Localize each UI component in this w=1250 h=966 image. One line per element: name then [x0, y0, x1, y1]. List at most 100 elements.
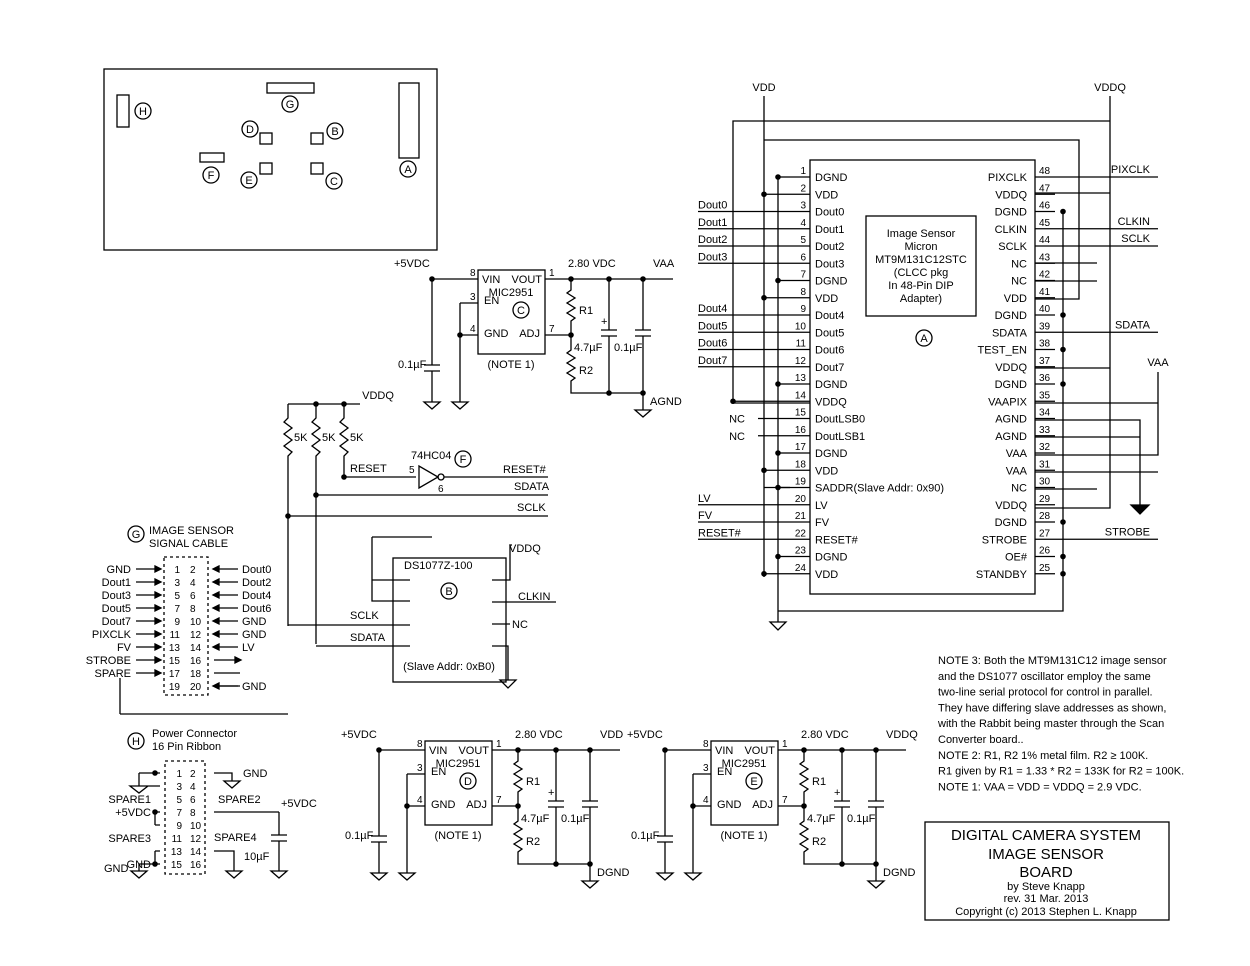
sensor-pin-num-8: 8 — [800, 287, 806, 298]
sensor-pin-name-45: CLKIN — [995, 224, 1027, 236]
sensor-pin-num-42: 42 — [1039, 270, 1051, 281]
title-author: by Steve Knapp — [1007, 881, 1085, 893]
reg-e-vout: VOUT — [744, 745, 775, 757]
sensor-pin-name-42: NC — [1011, 276, 1027, 288]
sensor-left-net-15: NC — [729, 414, 745, 426]
conn-h-right-6: 10µF — [244, 851, 270, 863]
inverter-74hc04: 74HC04 F 5 6 RESET# — [409, 450, 548, 495]
sensor-pin-num-24: 24 — [795, 563, 807, 574]
sensor-pin-name-11: Dout6 — [815, 345, 844, 357]
sensor-pin-name-41: VDD — [1004, 293, 1027, 305]
sensor-pin-num-21: 21 — [795, 511, 807, 522]
conn-g-pin-7: 7 — [174, 604, 180, 615]
conn-h-left-3: +5VDC — [115, 807, 151, 819]
conn-g-pin-12: 12 — [190, 630, 202, 641]
conn-h-left-7: GND — [104, 863, 129, 875]
reg-d-en: EN — [431, 766, 446, 778]
inverter-ref: F — [460, 454, 467, 466]
conn-h-right-3: +5VDC — [281, 798, 317, 810]
sensor-right-net-39: SDATA — [1115, 319, 1151, 331]
reg-e-in-label: +5VDC — [627, 729, 663, 741]
reg-e-note: (NOTE 1) — [720, 830, 767, 842]
sensor-pin-name-36: DGND — [995, 379, 1027, 391]
sensor-pin-num-26: 26 — [1039, 546, 1051, 557]
reg-c-p7: 7 — [549, 324, 555, 335]
title-line1: DIGITAL CAMERA SYSTEM — [951, 827, 1141, 844]
note-line-5: with the Rabbit being master through the… — [937, 718, 1164, 730]
conn-g-pin-4: 4 — [190, 578, 196, 589]
reg-c-out-net: VAA — [653, 258, 675, 270]
reg-d-p8: 8 — [417, 739, 423, 750]
note-line-9: NOTE 1: VAA = VDD = VDDQ = 2.9 VDC. — [938, 781, 1142, 793]
conn-g-left-0: GND — [107, 564, 132, 576]
conn-g-left-8: SPARE — [95, 668, 131, 680]
conn-h-pin-2: 2 — [190, 769, 196, 780]
sensor-pin-num-41: 41 — [1039, 287, 1051, 298]
conn-h-pin-9: 9 — [176, 821, 182, 832]
reg-c-in-label: +5VDC — [394, 258, 430, 270]
reset-net-label: RESET — [350, 463, 387, 475]
conn-g-left-2: Dout3 — [102, 590, 131, 602]
sensor-pin-name-40: DGND — [995, 310, 1027, 322]
conn-g-right-5: GND — [242, 629, 267, 641]
sensor-pin-num-37: 37 — [1039, 356, 1051, 367]
reg-c-en: EN — [484, 295, 499, 307]
sensor-pin-name-19: SADDR(Slave Addr: 0x90) — [815, 483, 944, 495]
conn-g-right-9: GND — [242, 681, 267, 693]
sensor-pin-name-27: STROBE — [982, 534, 1027, 546]
reg-d-gnd: GND — [431, 799, 456, 811]
reg-e-gnd: GND — [717, 799, 742, 811]
reg-e-c-small: 0.1µF — [847, 813, 876, 825]
reg-c-p8: 8 — [470, 268, 476, 279]
reg-e-ref: E — [750, 776, 757, 788]
sensor-pin-name-17: DGND — [815, 448, 847, 460]
sensor-pin-name-37: VDDQ — [995, 362, 1027, 374]
reg-d-ref: D — [464, 776, 472, 788]
sensor-right-pins: 48PIXCLKPIXCLK47VDDQ46DGND45CLKINCLKIN44… — [976, 164, 1158, 581]
sensor-pin-name-47: VDDQ — [995, 189, 1027, 201]
conn-g-pin-8: 8 — [190, 604, 196, 615]
conn-h-pin-7: 7 — [176, 808, 182, 819]
conn-h-pin-5: 5 — [176, 795, 182, 806]
conn-g-pin-5: 5 — [174, 591, 180, 602]
pullup-rail-label: VDDQ — [362, 390, 394, 402]
reg-e-p7: 7 — [782, 795, 788, 806]
reg-e-out-volt: 2.80 VDC — [801, 729, 849, 741]
sensor-pin-num-12: 12 — [795, 356, 807, 367]
inverter-pin-in: 5 — [409, 465, 415, 476]
sensor-pin-name-18: VDD — [815, 465, 838, 477]
conn-g-left-4: Dout7 — [102, 616, 131, 628]
conn-g-right-3: Dout6 — [242, 603, 271, 615]
reg-d-c-small: 0.1µF — [561, 813, 590, 825]
inverter-pin-out: 6 — [438, 484, 444, 495]
conn-g-pin-18: 18 — [190, 669, 202, 680]
conn-g-right-2: Dout4 — [242, 590, 271, 602]
sensor-pin-name-43: NC — [1011, 258, 1027, 270]
pullup-r3: 5K — [350, 432, 364, 444]
pullup-r2: 5K — [322, 432, 336, 444]
reg-d-out-net: VDD — [600, 729, 623, 741]
conn-h-right-0: GND — [243, 768, 268, 780]
sensor-desc-3: MT9M131C12STC — [875, 254, 967, 266]
vdd-rail-label: VDD — [752, 82, 775, 94]
sensor-pin-num-27: 27 — [1039, 528, 1051, 539]
board-layout: H G D B E C F A — [103, 68, 438, 251]
conn-h-pin-10: 10 — [190, 821, 202, 832]
conn-g-pin-6: 6 — [190, 591, 196, 602]
conn-g-title-1: IMAGE SENSOR — [149, 525, 234, 537]
conn-g-left-5: PIXCLK — [92, 629, 132, 641]
conn-g-pin-15: 15 — [169, 656, 181, 667]
reg-d-c-big: 4.7µF — [521, 813, 550, 825]
sensor-right-net-45: CLKIN — [1118, 216, 1150, 228]
sensor-desc-1: Image Sensor — [887, 228, 956, 240]
sensor-pin-name-8: VDD — [815, 293, 838, 305]
reg-d-part: MIC2951 — [436, 758, 481, 770]
sensor-pin-name-31: VAA — [1006, 465, 1028, 477]
sensor-pin-name-46: DGND — [995, 207, 1027, 219]
reg-e-r2: R2 — [812, 836, 826, 848]
sensor-pin-num-25: 25 — [1039, 563, 1051, 574]
reg-c-p3: 3 — [470, 292, 476, 303]
title-rev: rev. 31 Mar. 2013 — [1004, 893, 1089, 905]
sensor-pin-num-5: 5 — [800, 235, 806, 246]
